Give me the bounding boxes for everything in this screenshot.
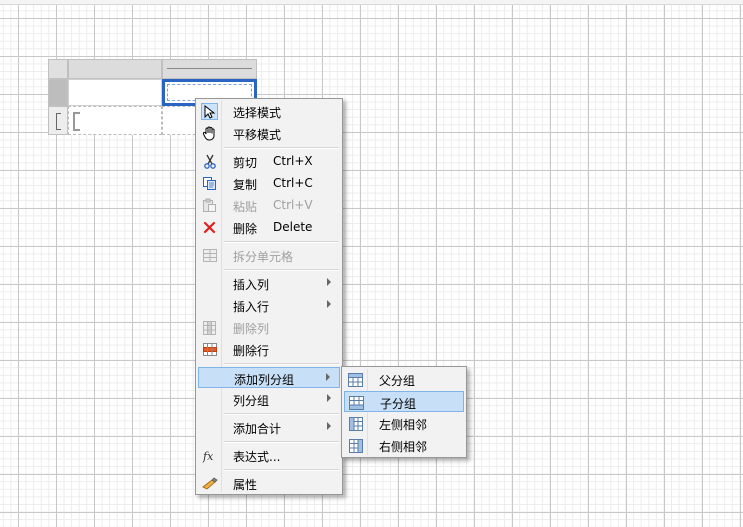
properties-icon bbox=[201, 475, 218, 492]
menu-item-split-cells[interactable]: 拆分单元格 bbox=[198, 245, 340, 266]
submenu-item-adjacent-right[interactable]: 右侧相邻 bbox=[344, 435, 464, 456]
submenu-item-adjacent-left[interactable]: 左侧相邻 bbox=[344, 413, 464, 434]
menu-separator bbox=[224, 241, 339, 243]
delete-column-icon bbox=[201, 319, 218, 336]
submenu-item-child-group[interactable]: 子分组 bbox=[344, 391, 464, 412]
menu-item-cut[interactable]: 剪切 Ctrl+X bbox=[198, 151, 340, 172]
menu-item-add-column-group[interactable]: 添加列分组 bbox=[198, 367, 340, 388]
table-corner-handle[interactable] bbox=[48, 59, 68, 79]
svg-text:fx: fx bbox=[202, 450, 214, 463]
chevron-right-icon bbox=[327, 422, 331, 430]
menu-item-add-total[interactable]: 添加合计 bbox=[198, 417, 340, 438]
menu-separator bbox=[224, 147, 339, 149]
menu-separator bbox=[224, 441, 339, 443]
menu-item-copy[interactable]: 复制 Ctrl+C bbox=[198, 173, 340, 194]
menu-item-properties[interactable]: 属性 bbox=[198, 473, 340, 494]
split-cells-icon bbox=[201, 247, 218, 264]
child-group-icon bbox=[348, 394, 365, 411]
paste-icon bbox=[201, 197, 218, 214]
menu-separator bbox=[224, 269, 339, 271]
column-group-submenu: 父分组 子分组 左侧相邻 右侧相邻 bbox=[341, 366, 467, 458]
parent-group-icon bbox=[347, 371, 364, 388]
fx-icon: fx bbox=[201, 447, 218, 464]
submenu-item-parent-group[interactable]: 父分组 bbox=[344, 369, 464, 390]
column-header-1[interactable] bbox=[68, 59, 162, 79]
chevron-right-icon bbox=[327, 394, 331, 402]
menu-item-column-group[interactable]: 列分组 bbox=[198, 389, 340, 410]
delete-row-icon bbox=[201, 341, 218, 358]
row-header-1[interactable] bbox=[48, 79, 68, 106]
menu-item-delete-row[interactable]: 删除行 bbox=[198, 339, 340, 360]
menu-item-expression[interactable]: fx 表达式... bbox=[198, 445, 340, 466]
context-menu: 选择模式 平移模式 剪切 Ctrl+X 复制 Ctrl+C 粘贴 Ctrl+V … bbox=[195, 98, 343, 495]
scissors-icon bbox=[201, 153, 218, 170]
chevron-right-icon bbox=[327, 278, 331, 286]
menu-item-insert-row[interactable]: 插入行 bbox=[198, 295, 340, 316]
table-cell-r1c1[interactable] bbox=[68, 79, 162, 106]
copy-icon bbox=[201, 175, 218, 192]
menu-item-delete-column[interactable]: 删除列 bbox=[198, 317, 340, 338]
menu-item-insert-column[interactable]: 插入列 bbox=[198, 273, 340, 294]
column-header-2[interactable] bbox=[162, 59, 257, 79]
cursor-arrow-icon bbox=[201, 103, 218, 120]
menu-separator bbox=[224, 363, 339, 365]
adjacent-right-icon bbox=[347, 437, 364, 454]
menu-separator bbox=[224, 469, 339, 471]
adjacent-left-icon bbox=[347, 415, 364, 432]
delete-x-icon bbox=[201, 219, 218, 236]
hand-icon bbox=[201, 125, 218, 142]
table-cell-r2c1[interactable] bbox=[68, 106, 162, 135]
menu-item-select-mode[interactable]: 选择模式 bbox=[198, 101, 340, 122]
menu-item-pan-mode[interactable]: 平移模式 bbox=[198, 123, 340, 144]
canvas-top-strip bbox=[0, 0, 743, 5]
row-header-2[interactable] bbox=[48, 106, 68, 135]
menu-separator bbox=[224, 413, 339, 415]
chevron-right-icon bbox=[326, 373, 330, 381]
chevron-right-icon bbox=[327, 300, 331, 308]
menu-item-paste[interactable]: 粘贴 Ctrl+V bbox=[198, 195, 340, 216]
menu-item-delete[interactable]: 删除 Delete bbox=[198, 217, 340, 238]
